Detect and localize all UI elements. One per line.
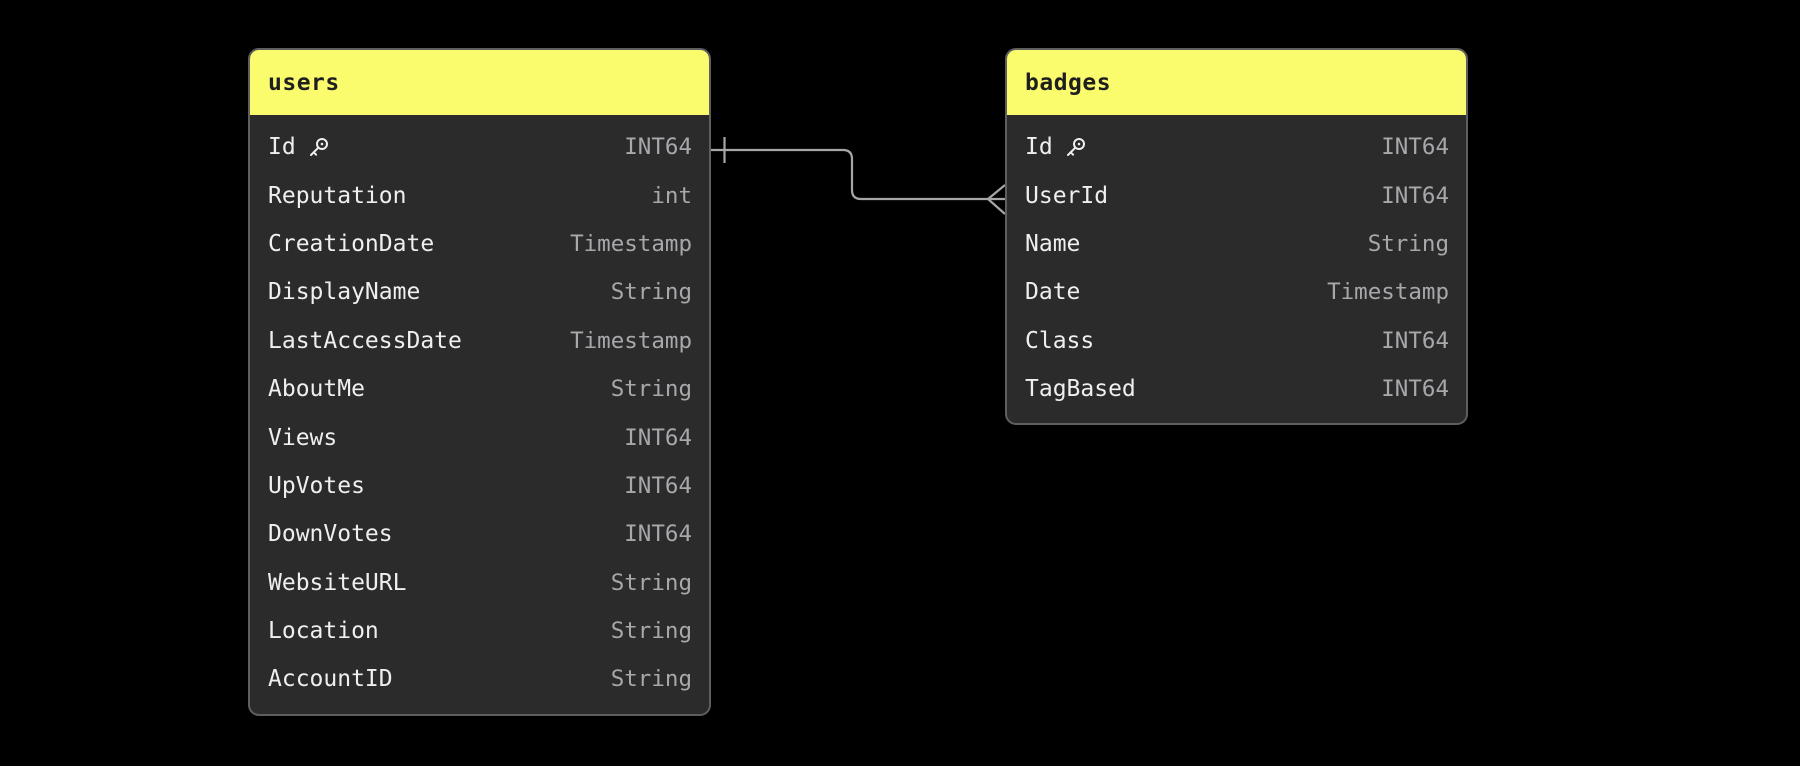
field-type: INT64 [624,472,692,499]
field-name: Date [1025,279,1081,306]
field-type: INT64 [624,521,692,548]
field-type: String [610,569,692,596]
field-name: Reputation [268,182,407,209]
entity-table-badges[interactable]: badges Id INT64 UserId INT64 Name [1005,48,1468,426]
field-type: INT64 [1381,376,1449,403]
entity-title: users [268,69,340,96]
key-icon [1063,136,1087,160]
entity-header-badges[interactable]: badges [1007,50,1466,115]
field-name: LastAccessDate [268,327,462,354]
field-type: INT64 [1381,182,1449,209]
field-name: AboutMe [268,376,365,403]
field-name: Id [268,134,296,161]
field-row[interactable]: Location String [250,607,709,655]
field-row[interactable]: UserId INT64 [1007,171,1466,219]
field-row[interactable]: Name String [1007,220,1466,268]
field-type: String [610,666,692,693]
field-type: Timestamp [570,230,692,257]
field-row[interactable]: Views INT64 [250,413,709,461]
field-row[interactable]: Reputation int [250,171,709,219]
field-type: String [610,279,692,306]
field-name: UserId [1025,182,1109,209]
entity-fields-badges: Id INT64 UserId INT64 Name String Date [1007,115,1466,423]
relationship-line[interactable] [711,148,1005,201]
field-row[interactable]: AccountID String [250,655,709,703]
field-type: INT64 [1381,327,1449,354]
field-row[interactable]: Date Timestamp [1007,268,1466,316]
field-name: Name [1025,230,1081,257]
field-type: int [651,182,692,209]
entity-fields-users: Id INT64 Reputation int CreationDate Tim… [250,115,709,714]
field-type: Timestamp [1327,279,1449,306]
field-type: INT64 [624,134,692,161]
field-row[interactable]: DownVotes INT64 [250,510,709,558]
field-name: DownVotes [268,521,393,548]
field-name: TagBased [1025,376,1136,403]
field-name: Class [1025,327,1095,354]
field-name: DisplayName [268,279,421,306]
field-row[interactable]: Class INT64 [1007,317,1466,365]
field-type: INT64 [624,424,692,451]
field-name: Location [268,618,379,645]
field-row[interactable]: LastAccessDate Timestamp [250,317,709,365]
field-row[interactable]: DisplayName String [250,268,709,316]
field-name: CreationDate [268,230,435,257]
field-type: String [610,376,692,403]
field-row[interactable]: Id INT64 [250,123,709,171]
field-type: String [1367,230,1449,257]
field-type: String [610,618,692,645]
entity-header-users[interactable]: users [250,50,709,115]
field-name: WebsiteURL [268,569,407,596]
key-icon [306,136,330,160]
field-row[interactable]: Id INT64 [1007,123,1466,171]
entity-table-users[interactable]: users Id INT64 Reputation int CreationDa… [248,48,711,716]
field-name: Views [268,424,338,451]
field-row[interactable]: WebsiteURL String [250,559,709,607]
many-cardinality-crowfoot [987,184,1006,215]
field-type: INT64 [1381,134,1449,161]
field-type: Timestamp [570,327,692,354]
field-name: AccountID [268,666,393,693]
field-row[interactable]: TagBased INT64 [1007,365,1466,413]
field-name: UpVotes [268,472,365,499]
field-row[interactable]: CreationDate Timestamp [250,220,709,268]
field-row[interactable]: UpVotes INT64 [250,462,709,510]
field-name: Id [1025,134,1053,161]
entity-title: badges [1025,69,1112,96]
field-row[interactable]: AboutMe String [250,365,709,413]
